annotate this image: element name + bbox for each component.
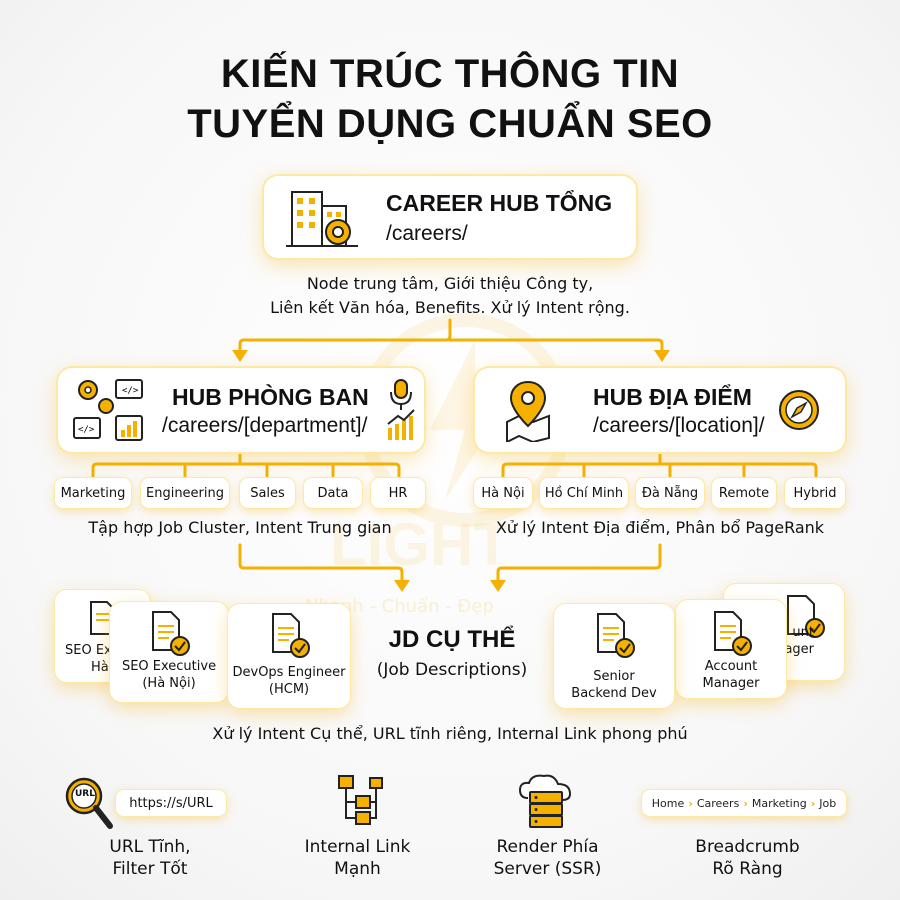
url-badge: URL bbox=[75, 789, 95, 799]
jd-card-line1: SEO Ex bbox=[65, 643, 112, 658]
breadcrumb-item-home[interactable]: Home bbox=[651, 796, 685, 810]
jd-card-line2: (Hà Nội) bbox=[142, 676, 196, 691]
hub-location-desc: Xử lý Intent Địa điểm, Phân bổ PageRank bbox=[495, 518, 825, 537]
jd-card-line2: (HCM) bbox=[268, 682, 310, 697]
breadcrumb-item-job[interactable]: Job bbox=[819, 796, 837, 810]
jd-title: JD CỤ THỂ bbox=[388, 626, 516, 653]
server-cloud-icon bbox=[516, 772, 576, 832]
feature-label-line1: Render Phía bbox=[496, 837, 599, 857]
page-title-line2: TUYỂN DỤNG CHUẨN SEO bbox=[187, 102, 713, 146]
watermark-tagline: Nhanh - Chuẩn - Đẹp bbox=[305, 596, 494, 617]
building-icon bbox=[286, 184, 358, 250]
sitemap-icon bbox=[330, 774, 386, 830]
chip-department-data[interactable]: Data bbox=[304, 478, 362, 508]
feature-label-line2: Filter Tốt bbox=[112, 859, 188, 879]
breadcrumb-item-careers[interactable]: Careers bbox=[696, 796, 740, 810]
hub-location-url[interactable]: /careers/[location]/ bbox=[593, 414, 765, 437]
document-check-icon bbox=[267, 612, 311, 658]
jd-card-line1: Account bbox=[704, 659, 758, 674]
feature-label-line1: URL Tĩnh, bbox=[109, 837, 191, 857]
feature-label-line1: Internal Link bbox=[304, 837, 411, 857]
jd-card[interactable]: Senior Backend Dev bbox=[554, 604, 674, 708]
svg-text:</>: </> bbox=[122, 386, 139, 396]
url-example-chip[interactable]: https://s/URL bbox=[116, 790, 226, 816]
hub-location-title: HUB ĐỊA ĐIỂM bbox=[593, 384, 752, 410]
jd-card-line1: unt bbox=[792, 625, 814, 640]
career-hub-title: CAREER HUB TỔNG bbox=[386, 190, 613, 216]
map-pin-icon bbox=[503, 378, 553, 442]
hub-department-desc: Tập hợp Job Cluster, Intent Trung gian bbox=[88, 518, 392, 537]
hub-department-title: HUB PHÒNG BAN bbox=[172, 384, 369, 410]
document-check-icon bbox=[87, 600, 119, 636]
jd-card-line1: Senior bbox=[593, 669, 635, 684]
breadcrumb-item-marketing[interactable]: Marketing bbox=[751, 796, 807, 810]
chevron-right-icon: › bbox=[743, 796, 748, 810]
jd-card-line2: Hà bbox=[91, 660, 109, 675]
document-check-icon bbox=[742, 594, 826, 638]
compass-icon bbox=[777, 388, 821, 432]
jd-card-line2: ager bbox=[784, 642, 814, 657]
chip-location-hybrid[interactable]: Hybrid bbox=[785, 478, 845, 508]
hub-department-url[interactable]: /careers/[department]/ bbox=[162, 414, 368, 437]
jd-card-line1: SEO Executive bbox=[121, 659, 217, 674]
page-title-line1: KIẾN TRÚC THÔNG TIN bbox=[220, 52, 680, 96]
document-check-icon bbox=[709, 610, 753, 656]
breadcrumb: Home › Careers › Marketing › Job bbox=[642, 790, 846, 816]
chevron-right-icon: › bbox=[810, 796, 816, 810]
jd-subtitle: (Job Descriptions) bbox=[376, 660, 528, 680]
microphone-chart-icon bbox=[386, 378, 416, 444]
feature-label-line1: Breadcrumb bbox=[695, 837, 800, 857]
chip-location-hcm[interactable]: Hồ Chí Minh bbox=[540, 478, 628, 508]
jd-card[interactable]: DevOps Engineer (HCM) bbox=[228, 604, 350, 708]
chip-department-hr[interactable]: HR bbox=[371, 478, 425, 508]
jd-desc: Xử lý Intent Cụ thể, URL tĩnh riêng, Int… bbox=[212, 724, 688, 743]
hub-department-card[interactable]: </> </> HUB PHÒNG BAN /careers/[departme… bbox=[58, 368, 424, 452]
career-hub-desc-2: Liên kết Văn hóa, Benefits. Xử lý Intent… bbox=[270, 298, 630, 317]
hub-location-card[interactable]: HUB ĐỊA ĐIỂM /careers/[location]/ bbox=[475, 368, 845, 452]
feature-label-line2: Mạnh bbox=[334, 859, 381, 879]
document-check-icon bbox=[592, 612, 636, 658]
feature-label-line2: Server (SSR) bbox=[493, 859, 602, 879]
jd-card-line2: Backend Dev bbox=[571, 686, 657, 701]
career-hub-desc-1: Node trung tâm, Giới thiệu Công ty, bbox=[306, 274, 594, 293]
jd-card[interactable]: SEO Executive (Hà Nội) bbox=[110, 602, 228, 702]
url-magnifier-icon bbox=[64, 776, 116, 834]
chip-location-hanoi[interactable]: Hà Nội bbox=[474, 478, 532, 508]
chip-location-remote[interactable]: Remote bbox=[712, 478, 776, 508]
jd-card[interactable]: Account Manager bbox=[676, 600, 786, 698]
chip-location-danang[interactable]: Đà Nẵng bbox=[636, 478, 704, 508]
chip-department-marketing[interactable]: Marketing bbox=[55, 478, 131, 508]
chip-department-sales[interactable]: Sales bbox=[240, 478, 295, 508]
feature-label-line2: Rõ Ràng bbox=[712, 859, 783, 879]
gears-code-icon: </> </> bbox=[72, 376, 146, 444]
jd-card-line2: Manager bbox=[702, 676, 760, 691]
document-check-icon bbox=[147, 610, 191, 656]
chip-department-engineering[interactable]: Engineering bbox=[141, 478, 229, 508]
chevron-right-icon: › bbox=[688, 796, 693, 810]
svg-text:</>: </> bbox=[78, 425, 95, 435]
career-hub-card[interactable]: CAREER HUB TỔNG /careers/ bbox=[264, 176, 636, 258]
jd-card-line1: DevOps Engineer bbox=[232, 665, 346, 680]
career-hub-url[interactable]: /careers/ bbox=[386, 222, 468, 245]
